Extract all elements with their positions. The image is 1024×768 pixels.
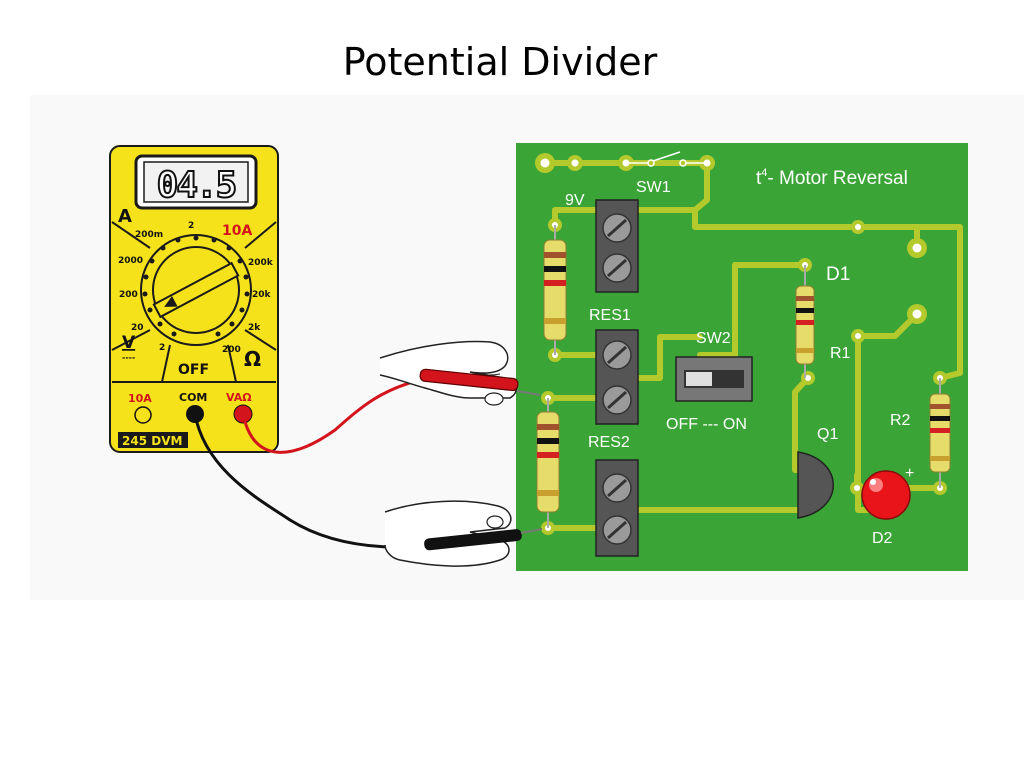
label-d2: D2 [872,530,893,547]
socket-label-com: COM [179,391,207,404]
resistor-res1 [543,225,567,355]
sw1-switch-symbol [626,151,707,167]
dial-pointer [152,261,240,319]
range-label: 20 [131,323,144,333]
board-title-superscript: 4 [761,167,767,179]
label-led-plus: + [905,465,914,482]
label-9v: 9V [565,192,585,209]
divider-line [161,344,171,383]
circuit-board: t4- Motor Reversal 9V SW1 RES1 RES2 SW2 … [516,143,968,571]
terminal-block-res1-lower [595,329,639,425]
range-label: 2 [159,343,165,353]
label-q1: Q1 [817,426,838,443]
divider-line [111,329,151,351]
label-amps: A [118,206,132,227]
label-res1: RES1 [589,307,631,324]
range-label-10a: 10A [222,223,252,239]
range-label: 2000 [118,256,143,266]
board-title-t: t [756,168,762,189]
label-off: OFF [178,362,209,378]
resistor-res2 [536,398,560,528]
socket-10a[interactable] [134,406,152,424]
label-volts-dc: ---- [122,353,135,362]
label-sw2-states: OFF --- ON [666,416,747,433]
range-label: 200 [222,345,241,355]
red-lead-wire [241,378,421,454]
display-screen [143,161,249,203]
model-label: 245 DVM [122,434,182,448]
terminal-block-res2 [595,459,639,557]
sw2-slide-switch[interactable] [675,356,753,402]
resistor-r1 [795,265,815,378]
label-sw1: SW1 [636,179,671,196]
led-d2 [861,470,911,520]
terminal-block-res1 [595,199,639,293]
resistor-r2 [929,378,951,488]
label-ohms: Ω [244,347,261,371]
label-r2: R2 [890,412,911,429]
dial-position-dots [142,235,250,337]
divider-line [244,221,277,249]
black-lead-wire [193,413,431,549]
label-d1: D1 [826,264,850,285]
divider-line [244,329,277,351]
range-label: 20k [252,290,272,300]
range-label: 200k [248,258,274,268]
board-title: t4- Motor Reversal [756,167,908,189]
socket-label-10a: 10A [128,392,152,405]
multimeter: 04.5 A 200m 2 10A 2000 200k [109,145,279,453]
range-label: 200m [135,230,163,240]
range-label: 2 [188,221,194,231]
display-reading: 04.5 [157,165,236,206]
label-sw2: SW2 [696,330,731,347]
lower-hand-with-black-probe [384,500,543,567]
transistor-q1 [797,451,834,519]
range-label: 200 [119,290,138,300]
board-title-rest: - Motor Reversal [767,168,907,189]
divider-line [227,344,237,383]
divider-line [111,221,151,249]
model-plate [118,432,188,448]
upper-hand-with-red-probe [379,340,541,406]
label-r1: R1 [830,345,851,362]
label-volts: V [122,333,136,353]
label-res2: RES2 [588,434,630,451]
socket-label-vaohm: VAΩ [226,391,252,404]
range-label: 2k [248,323,261,333]
slide-title: Potential Divider [342,40,658,84]
